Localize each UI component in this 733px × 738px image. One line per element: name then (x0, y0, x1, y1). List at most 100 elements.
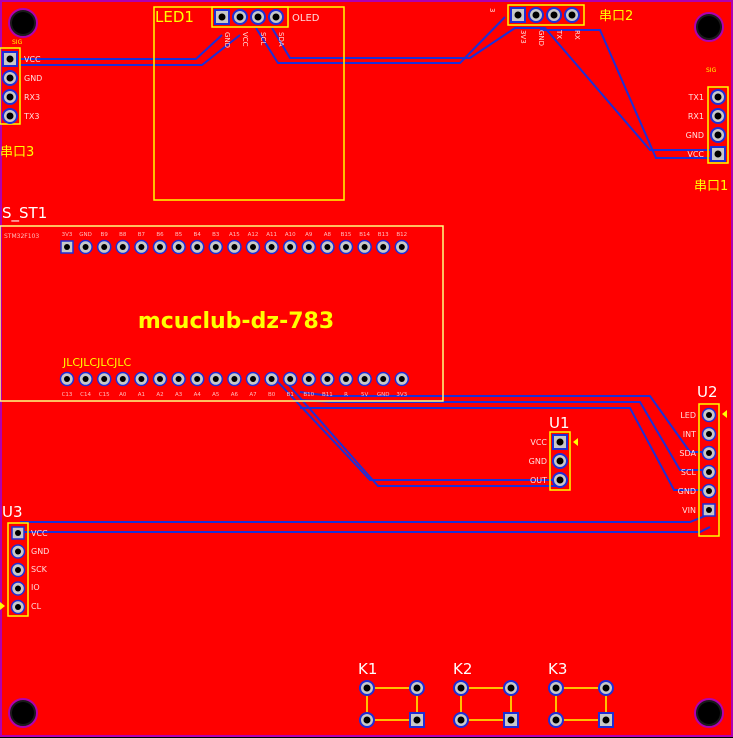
serial3-pin-label: RX3 (24, 93, 40, 102)
u2-pad (701, 407, 717, 423)
serial1-pin-label: VCC (687, 150, 704, 159)
key-k3: K3 (548, 660, 614, 728)
mcu-bottom-pin-label: C13 (62, 392, 73, 398)
u2-pad (701, 464, 717, 480)
mcu-top-pad (227, 239, 242, 255)
key-pad (409, 712, 425, 728)
u2-pin-label: SCL (681, 468, 697, 477)
mcu-top-pin-label: A15 (229, 232, 240, 238)
mcu-top-pin-label: B5 (175, 232, 183, 238)
mcu-top-pad (245, 239, 261, 255)
oled-label: OLED (292, 13, 320, 24)
serial3-header-label: SIG (12, 39, 23, 46)
mounting-hole (8, 698, 38, 728)
serial2-pad (564, 7, 580, 23)
u1-outline (549, 431, 571, 491)
oled-pad (232, 9, 248, 25)
trace (20, 34, 241, 66)
u2-pin-label: VIN (682, 506, 696, 515)
u1-pad (552, 472, 568, 488)
mcu-top-pad (78, 239, 93, 255)
mcu-bottom-pad (59, 371, 75, 387)
u2-pad (701, 483, 717, 499)
u3-pad (10, 581, 26, 596)
mcu-bottom-pad (375, 371, 391, 387)
trace (300, 407, 710, 491)
mcu-bottom-pin-label: A2 (156, 392, 163, 398)
mcu-top-pin-label: B9 (101, 232, 109, 238)
mcu-bottom-pad (357, 371, 372, 387)
key-pad (359, 712, 375, 728)
mounting-hole (694, 12, 724, 42)
mcu-top-pad (320, 239, 335, 255)
trace (20, 34, 223, 60)
key-pad (548, 712, 564, 728)
mcu-top-pin-label: B8 (119, 232, 127, 238)
mcu-bottom-pad (134, 371, 149, 387)
u3-pin-label: VCC (31, 529, 48, 538)
oled-pin-label: GND (223, 32, 231, 48)
key-ref: K3 (548, 660, 567, 678)
mcu-top-pin-label: B12 (396, 232, 407, 238)
mcu-top-pad (394, 239, 410, 255)
key-outline (460, 687, 512, 721)
mcu-bottom-pin-label: A1 (138, 392, 145, 398)
mcu-bottom-pad (264, 371, 279, 387)
mcu-bottom-pin-label: 5V (361, 392, 368, 398)
u3-pin-label: SCK (31, 565, 48, 574)
mcu-top-pin-label: GND (79, 232, 92, 238)
u3-pin-label: GND (31, 547, 49, 556)
mcu-top-pad (208, 239, 224, 255)
mcu-pad-marks: JLCJLCJLCJLC (62, 356, 132, 369)
mcu-bottom-pin-label: B11 (322, 392, 333, 398)
traces (20, 16, 711, 533)
mcu-ref: S_ST1 (2, 204, 47, 223)
u3-pin1-marker-icon (0, 602, 5, 610)
mcu-top-pin-label: B6 (156, 232, 164, 238)
serial3-ref: 串口3 (0, 145, 34, 160)
mcu-top-pad (264, 239, 279, 255)
serial3-pad (2, 51, 18, 67)
trace (540, 29, 710, 159)
serial1-pad (710, 89, 726, 105)
mcu-bottom-pad (171, 371, 186, 387)
serial1-ref: 串口1 (694, 179, 728, 194)
mcu-top-pad (171, 239, 186, 255)
u1-pin1-marker-icon (573, 438, 578, 446)
key-pad (548, 680, 564, 696)
key-pad (453, 712, 469, 728)
mcu-bottom-pin-label: C14 (80, 392, 91, 398)
trace (20, 526, 711, 533)
serial3-header: SIG VCC GND RX3 TX3 串口3 (0, 39, 42, 160)
u2-outline (698, 403, 720, 537)
trace (255, 16, 506, 64)
serial2-pin-label: RX (573, 30, 581, 40)
mcu-bottom-pin-label: A6 (231, 392, 239, 398)
key-ref: K1 (358, 660, 377, 678)
mcu-top-pin-label: A10 (285, 232, 296, 238)
mcu-top-pin-label: B3 (212, 232, 220, 238)
u1-pad (552, 434, 568, 450)
mcu-top-pad (375, 239, 391, 255)
serial2-pad (546, 7, 562, 23)
mcu-top-pin-label: 3V3 (62, 232, 73, 238)
key-outline (555, 687, 607, 721)
mcu-bottom-pad (152, 371, 168, 387)
mcu-bottom-pin-label: A5 (212, 392, 220, 398)
u2-pad (702, 503, 716, 517)
mcu-top-pad (115, 239, 131, 255)
serial2-pad (510, 7, 526, 23)
serial3-pin-label: VCC (24, 55, 41, 64)
serial2-pin-label: TX (555, 29, 563, 39)
mcu-top-pad (301, 239, 317, 255)
u1-pin-label: VCC (530, 438, 547, 447)
mcu-bottom-pin-label: B1 (287, 392, 294, 398)
oled-pin-label: SDA (277, 32, 285, 47)
serial1-pin-label: RX1 (688, 112, 704, 121)
u3-pad (10, 544, 26, 559)
u3-outline (7, 522, 29, 617)
mcu-bottom-pin-label: A4 (194, 392, 202, 398)
mcu-top-pad-row (60, 239, 410, 255)
